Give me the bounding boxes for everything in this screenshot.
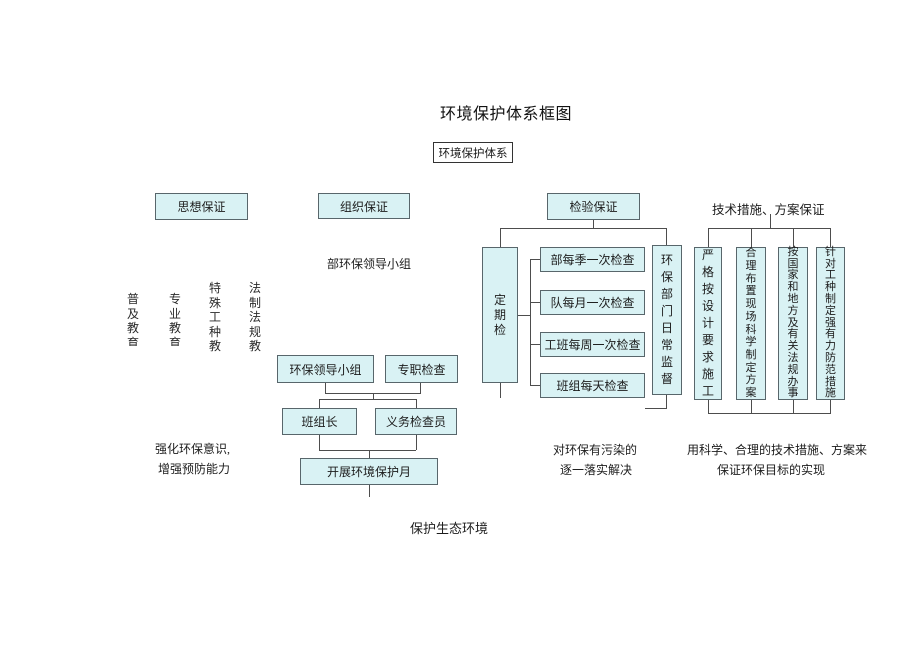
technical-guarantee-header: 技术措施、方案保证 [712,203,825,217]
ideology-guarantee-box: 思想保证 [155,193,248,220]
technical-outcome-line1: 用科学、合理的技术措施、方案来 [687,443,868,457]
org-outcome-text: 保护生态环境 [410,521,489,536]
technical-measure-3-label: 按国家和地方及有关法规办事 [787,245,799,400]
page-title: 环境保护体系框图 [440,106,573,123]
inspection-quarterly-box: 部每季一次检查 [540,247,645,272]
org-fulltime-inspection-box: 专职检查 [385,355,458,383]
connector-line [530,385,540,386]
connector-line [830,400,831,413]
connector-line [751,400,752,413]
technical-measure-2-label: 合理布置现场科学制定方案 [745,247,757,400]
connector-line [500,228,501,247]
connector-line [319,399,416,400]
technical-measure-3-box: 按国家和地方及有关法规办事 [778,245,808,400]
technical-measure-1-box: 严格按设计要求施工 [694,247,722,400]
connector-line [708,400,709,413]
inspection-outcome-line2: 逐一落实解决 [560,463,633,477]
ideology-outcome-line1: 强化环保意识, [155,442,231,456]
org-volunteer-inspector-box: 义务检查员 [375,408,457,435]
org-team-leader-box: 班组长 [282,408,357,435]
inspection-outcome-line1: 对环保有污染的 [553,443,638,457]
connector-line [325,383,326,393]
connector-line [751,228,752,247]
inspection-daily-box: 班组每天检查 [540,373,645,398]
inspection-weekly-box: 工班每周一次检查 [540,332,645,357]
education-column-professional: 专业教育 [168,292,181,346]
connector-line [500,228,666,229]
connector-line [319,399,320,408]
connector-line [369,450,370,458]
connector-line [518,315,530,316]
education-column-legal: 法制法规教育 [248,281,261,354]
org-leading-group-subtitle: 部环保领导小组 [327,257,412,271]
connector-line [666,395,667,408]
ideology-outcome-line2: 增强预防能力 [158,462,231,476]
connector-line [708,413,831,414]
connector-line [416,399,417,408]
connector-line [830,228,831,247]
technical-measure-4-box: 针对工种制定强有力防范措施 [816,245,845,400]
connector-line [708,228,831,229]
connector-line [645,408,667,409]
connector-line [416,435,417,450]
inspection-daily-supervision-label: 环保部门日常监督 [660,253,673,386]
connector-line [373,393,374,399]
connector-line [593,220,594,228]
education-column-special-trades: 特殊工种教育 [208,281,221,354]
inspection-periodic-label: 定期检 [493,292,506,337]
connector-line [793,228,794,247]
connector-line [319,450,416,451]
connector-line [770,214,771,228]
inspection-daily-supervision-box: 环保部门日常监督 [652,245,682,395]
technical-measure-4-label: 针对工种制定强有力防范措施 [825,245,836,400]
education-column-general: 普及教育 [126,292,139,346]
inspection-periodic-box: 定期检 [482,247,518,383]
connector-line [530,344,540,345]
connector-line [420,383,421,393]
connector-line [793,400,794,413]
org-protection-month-box: 开展环境保护月 [300,458,438,485]
technical-measure-2-box: 合理布置现场科学制定方案 [736,247,766,400]
organization-guarantee-box: 组织保证 [318,193,410,219]
inspection-guarantee-box: 检验保证 [547,193,640,220]
connector-line [530,259,531,386]
connector-line [530,302,540,303]
system-root-box: 环境保护体系 [433,142,513,163]
inspection-monthly-box: 队每月一次检查 [540,290,645,315]
connector-line [530,259,540,260]
connector-line [369,485,370,497]
connector-line [500,383,501,398]
connector-line [708,228,709,247]
technical-measure-1-label: 严格按设计要求施工 [701,248,714,398]
org-leading-group-box: 环保领导小组 [277,355,374,383]
technical-outcome-line2: 保证环保目标的实现 [717,463,826,477]
connector-line [666,228,667,245]
connector-line [319,435,320,450]
